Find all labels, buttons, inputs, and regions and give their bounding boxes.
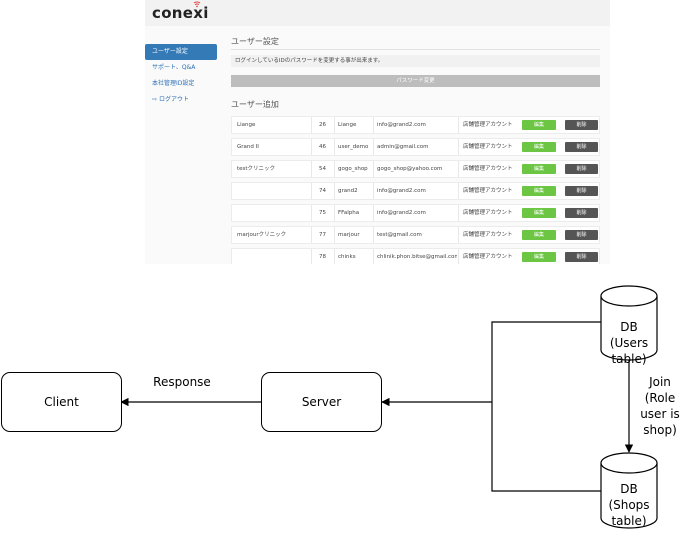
sidebar-item-hq-id-settings[interactable]: 本社管理ID設定 (152, 80, 195, 87)
role: 店舗管理アカウント (458, 227, 523, 243)
delete-button[interactable]: 削除 (565, 142, 598, 152)
main-content: ユーザー設定 ログインしているIDのパスワードを変更する事が出来ます。 パスワー… (231, 35, 600, 264)
wifi-icon (193, 1, 201, 8)
db-users-label: DB (Users table) (609, 320, 649, 366)
sidebar-item-user-settings[interactable]: ユーザー設定 (145, 44, 217, 60)
shop-name: Liange (237, 122, 256, 128)
username: user_demo (334, 139, 376, 155)
user-id: 26 (311, 117, 328, 133)
client-node: Client (1, 372, 122, 432)
sidebar-item-label: ログアウト (158, 96, 189, 103)
sidebar: ユーザー設定 サポート、Q&A 本社管理ID設定 ⇨ ログアウト (145, 44, 217, 108)
db-shops-connector (491, 402, 601, 492)
client-label: Client (44, 395, 79, 409)
response-label: Response (153, 375, 211, 389)
delete-button[interactable]: 削除 (565, 208, 598, 218)
email: info@grand2.com (373, 117, 457, 133)
email: test@gmail.com (373, 227, 457, 243)
password-notice: ログインしているIDのパスワードを変更する事が出来ます。 (231, 55, 600, 67)
app-header: conexi (145, 0, 610, 26)
user-id: 74 (311, 183, 328, 199)
edit-button[interactable]: 編集 (522, 208, 556, 218)
edit-button[interactable]: 編集 (522, 186, 556, 196)
app-screenshot: conexi ユーザー設定 サポート、Q&A 本社管理ID設定 ⇨ ログアウト … (145, 0, 610, 264)
username: chinks (334, 249, 376, 264)
role: 店舗管理アカウント (458, 183, 523, 199)
role: 店舗管理アカウント (458, 117, 523, 133)
table-row: Liange 26 Liange info@grand2.com 店舗管理アカウ… (231, 116, 600, 134)
edit-button[interactable]: 編集 (522, 252, 556, 262)
conexi-logo[interactable]: conexi (152, 4, 209, 22)
email: info@grand2.com (373, 183, 457, 199)
role: 店舗管理アカウント (458, 161, 523, 177)
role: 店舗管理アカウント (458, 249, 523, 264)
table-row: testクリニック 54 gogo_shop gogo_shop@yahoo.c… (231, 160, 600, 178)
user-id: 46 (311, 139, 328, 155)
delete-button[interactable]: 削除 (565, 120, 598, 130)
edit-button[interactable]: 編集 (522, 120, 556, 130)
email: gogo_shop@yahoo.com (373, 161, 457, 177)
sidebar-item-support[interactable]: サポート、Q&A (152, 64, 196, 71)
user-id: 54 (311, 161, 328, 177)
username: grand2 (334, 183, 376, 199)
email: info@grand2.com (373, 205, 457, 221)
username: gogo_shop (334, 161, 376, 177)
username: marjour (334, 227, 376, 243)
shop-name: marjourクリニック (237, 232, 287, 238)
change-password-button[interactable]: パスワード変更 (231, 75, 600, 87)
shop-name: Grand II (237, 144, 259, 150)
edit-button[interactable]: 編集 (522, 164, 556, 174)
db-users-connector (491, 321, 601, 402)
table-row: 78 chinks chlinik.phon.bitse@gmail.com 店… (231, 248, 600, 264)
username: FFalpha (334, 205, 376, 221)
server-label: Server (301, 395, 342, 409)
table-row: 74 grand2 info@grand2.com 店舗管理アカウント 編集 削… (231, 182, 600, 200)
edit-button[interactable]: 編集 (522, 142, 556, 152)
username: Liange (334, 117, 376, 133)
table-row: 75 FFalpha info@grand2.com 店舗管理アカウント 編集 … (231, 204, 600, 222)
server-node: Server (261, 372, 382, 432)
email: chlinik.phon.bitse@gmail.com (373, 249, 457, 264)
user-table: Liange 26 Liange info@grand2.com 店舗管理アカウ… (231, 116, 600, 264)
db-shops-label: DB (Shops table) (608, 482, 650, 528)
sidebar-item-logout[interactable]: ⇨ ログアウト (145, 92, 217, 108)
join-label: Join (Role user is shop) (640, 375, 680, 437)
email: admin@gmail.com (373, 139, 457, 155)
role: 店舗管理アカウント (458, 205, 523, 221)
role: 店舗管理アカウント (458, 139, 523, 155)
table-row: marjourクリニック 77 marjour test@gmail.com 店… (231, 226, 600, 244)
delete-button[interactable]: 削除 (565, 230, 598, 240)
db-users-cylinder (600, 285, 658, 361)
user-id: 77 (311, 227, 328, 243)
user-settings-title: ユーザー設定 (231, 35, 600, 50)
logout-icon: ⇨ (152, 96, 158, 103)
delete-button[interactable]: 削除 (565, 164, 598, 174)
edit-button[interactable]: 編集 (522, 230, 556, 240)
user-id: 75 (311, 205, 328, 221)
delete-button[interactable]: 削除 (565, 186, 598, 196)
delete-button[interactable]: 削除 (565, 252, 598, 262)
db-shops-cylinder (600, 452, 658, 529)
user-add-title: ユーザー追加 (231, 100, 279, 109)
user-id: 78 (311, 249, 328, 264)
shop-name: testクリニック (237, 166, 276, 172)
table-row: Grand II 46 user_demo admin@gmail.com 店舗… (231, 138, 600, 156)
